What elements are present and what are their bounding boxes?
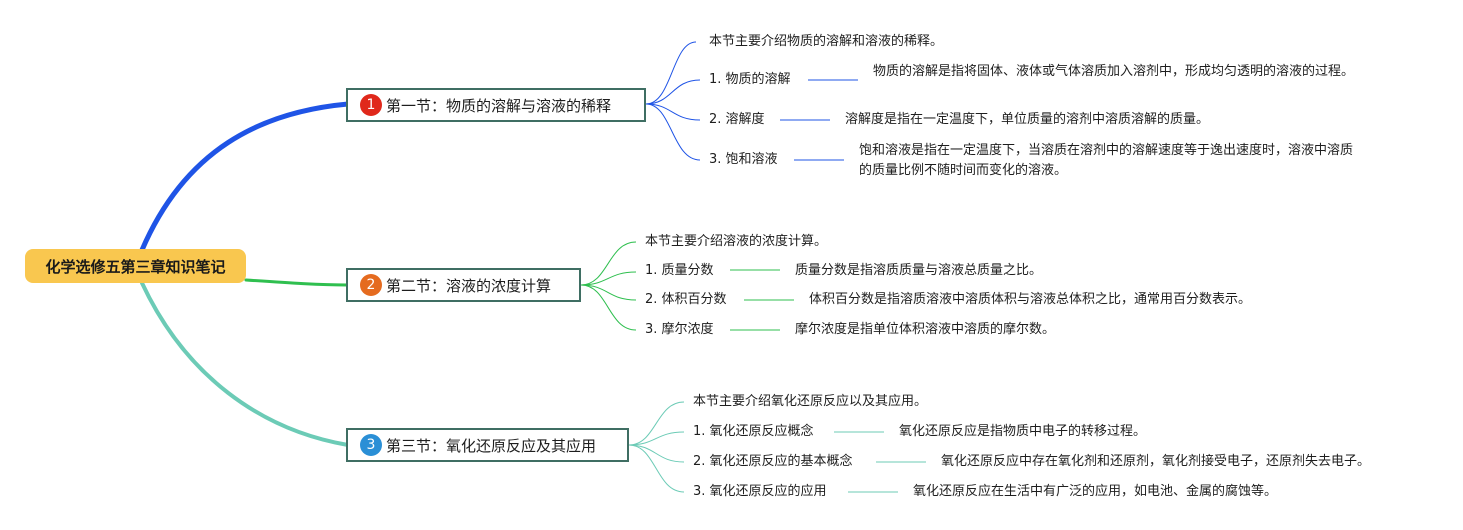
- branch-line-2: [244, 278, 350, 287]
- section-2-badge: 2: [360, 274, 382, 296]
- section-2-item-2-label[interactable]: 2. 体积百分数: [645, 292, 727, 307]
- section-3-item-1-label[interactable]: 1. 氧化还原反应概念: [693, 424, 814, 439]
- root-title: 化学选修五第三章知识笔记: [45, 257, 226, 276]
- section-2-title: 第二节：溶液的浓度计算: [386, 276, 552, 295]
- section-3-intro[interactable]: 本节主要介绍氧化还原反应以及其应用。: [693, 394, 928, 409]
- section-3-item-1-desc[interactable]: 氧化还原反应是指物质中电子的转移过程。: [899, 424, 1147, 439]
- section-1-item-2-desc[interactable]: 溶解度是指在一定温度下，单位质量的溶剂中溶质溶解的质量。: [845, 112, 1210, 127]
- section-1-item-3-label[interactable]: 3. 饱和溶液: [709, 152, 778, 167]
- section-3-item-2-label[interactable]: 2. 氧化还原反应的基本概念: [693, 454, 853, 469]
- section-1-intro[interactable]: 本节主要介绍物质的溶解和溶液的稀释。: [709, 34, 944, 49]
- section-2-item-3-label[interactable]: 3. 摩尔浓度: [645, 322, 714, 337]
- section-1-item-1-label[interactable]: 1. 物质的溶解: [709, 72, 791, 87]
- section-2-item-3-desc[interactable]: 摩尔浓度是指单位体积溶液中溶质的摩尔数。: [795, 322, 1056, 337]
- section-1-title: 第一节：物质的溶解与溶液的稀释: [386, 96, 612, 115]
- section-3-topic[interactable]: 3 第三节：氧化还原反应及其应用: [346, 428, 629, 462]
- branch-line-1: [139, 101, 351, 253]
- section-3-badge: 3: [360, 434, 382, 456]
- section-1-badge: 1: [360, 94, 382, 116]
- section-3-item-3-label[interactable]: 3. 氧化还原反应的应用: [693, 484, 827, 499]
- section-3-title: 第三节：氧化还原反应及其应用: [386, 436, 597, 455]
- section-2-topic[interactable]: 2 第二节：溶液的浓度计算: [346, 268, 581, 302]
- section-1-item-1-desc[interactable]: 物质的溶解是指将固体、液体或气体溶质加入溶剂中，形成均匀透明的溶液的过程。: [873, 64, 1355, 79]
- branch-line-3: [140, 281, 350, 447]
- section-1-item-2-label[interactable]: 2. 溶解度: [709, 112, 765, 127]
- root-topic[interactable]: 化学选修五第三章知识笔记: [25, 249, 246, 283]
- section-2-item-2-desc[interactable]: 体积百分数是指溶质溶液中溶质体积与溶液总体积之比，通常用百分数表示。: [809, 292, 1252, 307]
- section-3-item-2-desc[interactable]: 氧化还原反应中存在氧化剂和还原剂，氧化剂接受电子，还原剂失去电子。: [941, 454, 1371, 469]
- section-2-intro[interactable]: 本节主要介绍溶液的浓度计算。: [645, 234, 828, 249]
- section-2-item-1-desc[interactable]: 质量分数是指溶质质量与溶液总质量之比。: [795, 263, 1043, 278]
- section-2-item-1-label[interactable]: 1. 质量分数: [645, 263, 714, 278]
- section-1-item-3-desc[interactable]: 饱和溶液是指在一定温度下，当溶质在溶剂中的溶解速度等于逸出速度时，溶液中溶质的质…: [859, 143, 1354, 178]
- section-3-item-3-desc[interactable]: 氧化还原反应在生活中有广泛的应用，如电池、金属的腐蚀等。: [913, 484, 1278, 499]
- section-1-topic[interactable]: 1 第一节：物质的溶解与溶液的稀释: [346, 88, 646, 122]
